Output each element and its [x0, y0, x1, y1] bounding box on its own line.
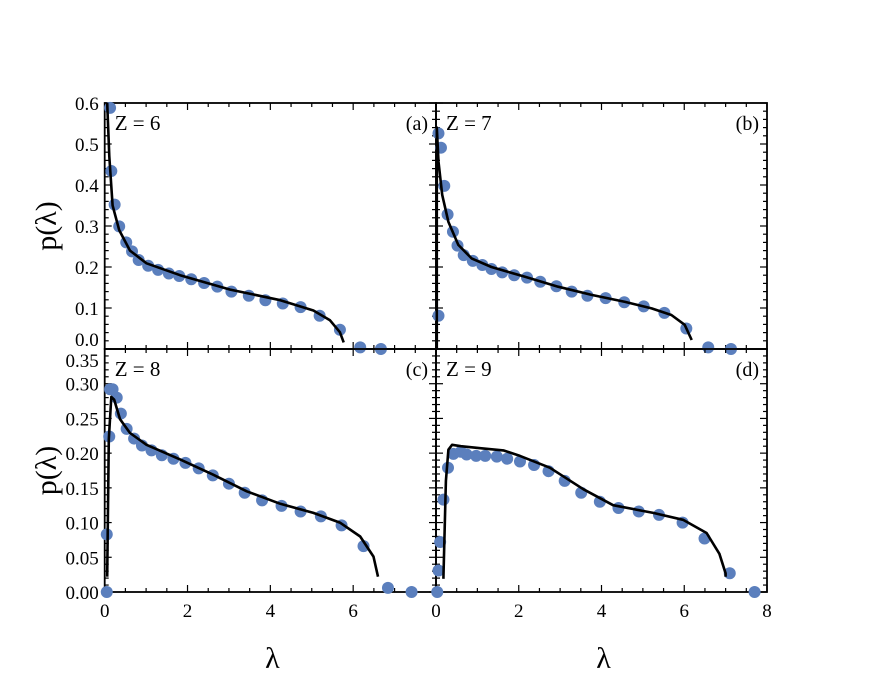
x-tick-label: 6 [680, 601, 690, 622]
x-tick-label: 2 [183, 601, 193, 622]
data-point [354, 341, 367, 354]
data-point [132, 254, 145, 267]
panel-label: (a) [406, 113, 428, 135]
theory-curve [442, 443, 727, 579]
x-tick-label: 0 [431, 601, 441, 622]
data-point [432, 564, 445, 577]
y-tick-label: 0.25 [65, 409, 98, 430]
x-axis-label: λ [265, 642, 280, 675]
data-point [357, 540, 370, 553]
x-tick-label: 8 [762, 601, 772, 622]
panel-label: (d) [736, 359, 759, 381]
panel-annotation: Z = 8 [115, 357, 161, 381]
theory-curve [105, 102, 345, 343]
y-tick-label: 0.30 [65, 375, 98, 396]
y-tick-label: 0.4 [75, 176, 99, 197]
x-tick-label: 0 [100, 601, 110, 622]
data-point [702, 341, 715, 354]
data-point [437, 493, 450, 506]
y-tick-label: 0.1 [75, 299, 99, 320]
axes-frame [435, 102, 768, 350]
y-tick-label: 0.20 [65, 444, 98, 465]
data-point [405, 586, 418, 598]
theory-curve [105, 395, 380, 577]
data-point [490, 450, 503, 463]
data-point [432, 309, 445, 322]
theory-curve [435, 126, 693, 349]
panel-b [432, 102, 768, 355]
data-point [381, 581, 394, 594]
data-point [432, 127, 445, 140]
y-tick-label: 0.35 [65, 351, 98, 372]
y-tick-label: 0.2 [75, 258, 99, 279]
y-tick-label: 0.10 [65, 514, 98, 535]
axes-frame [435, 348, 768, 593]
panel-annotation: Z = 7 [446, 111, 492, 135]
y-tick-label: 0.00 [65, 583, 98, 604]
data-point [501, 452, 514, 465]
axes-frame [103, 102, 437, 350]
y-tick-label: 0.5 [75, 135, 99, 156]
y-axis-label: p(λ) [30, 201, 63, 251]
y-tick-label: 0.15 [65, 479, 98, 500]
panel-label: (c) [406, 359, 428, 381]
data-point [748, 586, 761, 598]
y-tick-label: 0.6 [75, 94, 99, 115]
data-point [100, 586, 113, 598]
y-tick-label: 0.05 [65, 548, 98, 569]
y-tick-label: 0.3 [75, 217, 99, 238]
panel-d [431, 348, 768, 598]
x-tick-label: 4 [266, 601, 276, 622]
panel-a [103, 101, 437, 355]
panel-c [100, 348, 437, 598]
data-point [431, 586, 444, 598]
axes-frame [103, 348, 437, 593]
x-tick-label: 6 [348, 601, 358, 622]
panel-annotation: Z = 6 [115, 111, 161, 135]
x-tick-label: 4 [597, 601, 607, 622]
y-axis-label: p(λ) [30, 446, 63, 496]
x-axis-label: λ [596, 642, 611, 675]
data-point [128, 432, 141, 445]
data-point [470, 449, 483, 462]
panel-annotation: Z = 9 [446, 357, 492, 381]
y-tick-label: 0.0 [75, 330, 99, 351]
data-point [479, 449, 492, 462]
x-tick-label: 2 [514, 601, 524, 622]
data-point [460, 448, 473, 461]
panel-label: (b) [736, 113, 759, 135]
